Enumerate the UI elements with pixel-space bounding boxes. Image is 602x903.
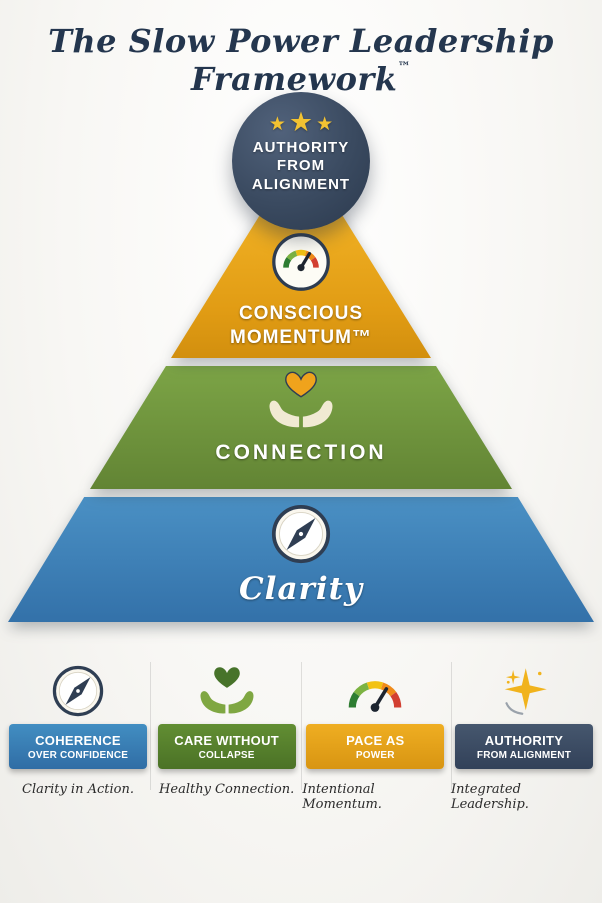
hands-heart-icon (263, 370, 339, 436)
gauge-icon (271, 232, 331, 297)
banner-line1: PACE AS (346, 732, 405, 748)
star-icon: ★ (288, 107, 314, 137)
banner-line2: POWER (355, 749, 395, 761)
pace-caption: Intentional Momentum. (302, 782, 382, 812)
apex-authority-circle: ★ ★ ★ AUTHORITY FROM ALIGNMENT (232, 92, 370, 230)
momentum-label-line2: MOMENTUM™ (230, 326, 372, 348)
gauge-icon (342, 658, 408, 724)
legend-card-care: CARE WITHOUT COLLAPSE Healthy Connection… (154, 658, 300, 812)
apex-label-line3: ALIGNMENT (251, 175, 351, 193)
banner-line1: CARE WITHOUT (174, 732, 279, 748)
care-banner: CARE WITHOUT COLLAPSE (157, 724, 296, 769)
hands-heart-icon (195, 658, 259, 724)
coherence-banner: COHERENCE OVER CONFIDENCE (9, 724, 147, 769)
banner-line1: COHERENCE (35, 732, 121, 748)
compass-icon (52, 658, 104, 724)
legend-card-authority: AUTHORITY FROM ALIGNMENT Integrated Lead… (451, 658, 597, 812)
level-clarity: Clarity (8, 497, 594, 622)
sparkle-icon (496, 658, 552, 724)
coherence-caption: Clarity in Action. (22, 782, 134, 797)
apex-label-line2: FROM (276, 157, 326, 175)
banner-line2: COLLAPSE (198, 749, 255, 761)
authority-caption: Integrated Leadership. (450, 782, 529, 812)
level-connection: CONNECTION (90, 366, 512, 489)
star-icon: ★ (316, 114, 334, 135)
connection-label: CONNECTION (215, 441, 387, 464)
apex-label: AUTHORITY FROM ALIGNMENT (252, 139, 350, 194)
banner-line2: OVER CONFIDENCE (27, 749, 129, 761)
clarity-label: Clarity (239, 571, 363, 607)
banner-line1: AUTHORITY (484, 732, 564, 748)
banner-line2: FROM ALIGNMENT (476, 749, 572, 761)
legend-row: COHERENCE OVER CONFIDENCE Clarity in Act… (0, 658, 602, 812)
star-icon: ★ (268, 114, 286, 135)
apex-label-line1: AUTHORITY (252, 139, 350, 156)
title-trademark: ™ (397, 60, 411, 75)
title-text: The Slow Power Leadership Framework (48, 22, 554, 98)
care-caption: Healthy Connection. (159, 782, 295, 797)
legend-divider (301, 662, 302, 790)
stars-icon: ★ ★ ★ (268, 107, 334, 137)
momentum-label-line1: CONSCIOUS (238, 303, 364, 324)
legend-divider (451, 662, 452, 790)
legend-card-pace: PACE AS POWER Intentional Momentum. (302, 658, 448, 812)
authority-banner: AUTHORITY FROM ALIGNMENT (454, 724, 593, 769)
pace-banner: PACE AS POWER (306, 724, 445, 769)
legend-divider (150, 662, 151, 790)
page-title: The Slow Power Leadership Framework™ (0, 22, 602, 98)
momentum-label: CONSCIOUS MOMENTUM™ (230, 302, 372, 350)
legend-card-coherence: COHERENCE OVER CONFIDENCE Clarity in Act… (5, 658, 151, 812)
compass-icon (271, 504, 331, 569)
